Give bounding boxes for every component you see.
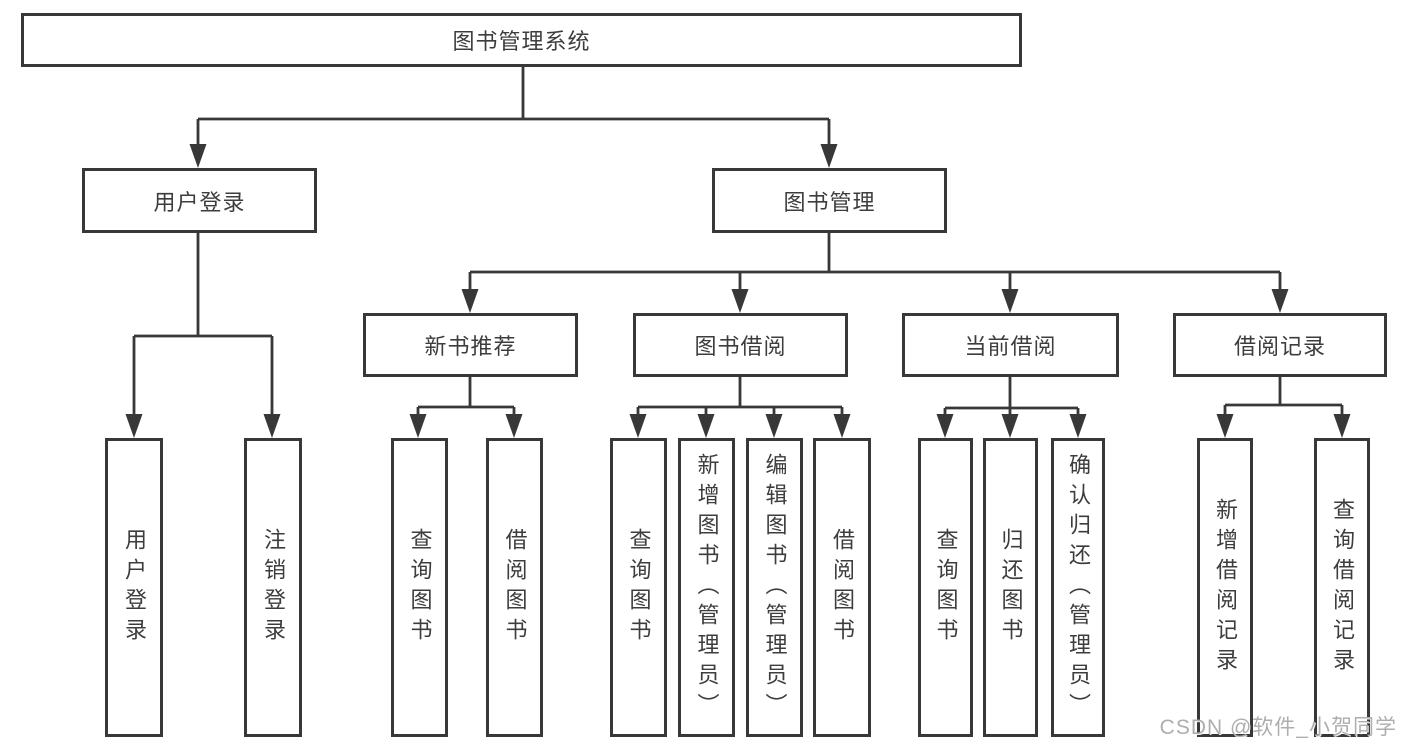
node-root-library-management-system: 图书管理系统 [21,13,1022,67]
leaf-logout: 注销登录 [244,438,302,737]
node-book-management: 图书管理 [712,168,947,233]
leaf-query-books-borrow: 查询图书 [610,438,667,737]
leaf-query-books-recommend: 查询图书 [391,438,448,737]
leaf-query-books-current: 查询图书 [918,438,973,737]
node-book-borrow: 图书借阅 [633,313,848,377]
leaf-user-login: 用户登录 [105,438,163,737]
leaf-borrow-books: 借阅图书 [813,438,871,737]
leaf-confirm-return-admin: 确认归还（管理员） [1051,438,1105,737]
node-user-login: 用户登录 [82,168,317,233]
leaf-return-books: 归还图书 [983,438,1038,737]
leaf-borrow-books-recommend: 借阅图书 [486,438,543,737]
node-new-book-recommend: 新书推荐 [363,313,578,377]
node-current-borrow: 当前借阅 [902,313,1119,377]
leaf-add-book-admin: 新增图书（管理员） [678,438,735,737]
csdn-watermark: CSDN @软件_小贺同学 [1159,716,1397,739]
leaf-query-borrow-record: 查询借阅记录 [1314,438,1370,737]
leaf-add-borrow-record: 新增借阅记录 [1197,438,1253,737]
leaf-edit-book-admin: 编辑图书（管理员） [746,438,803,737]
node-borrow-records: 借阅记录 [1173,313,1387,377]
